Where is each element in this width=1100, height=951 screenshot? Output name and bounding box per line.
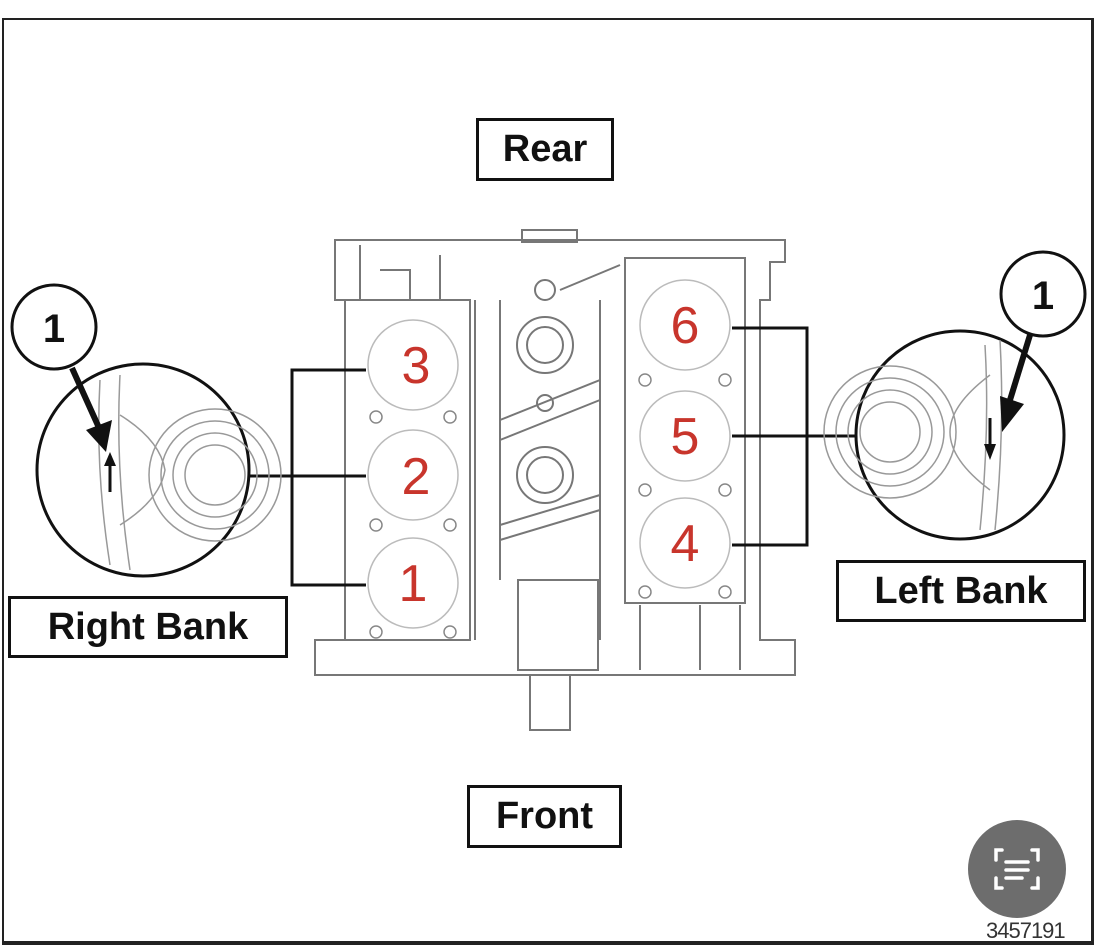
cylinder-4-label: 4	[671, 515, 700, 573]
rear-label: Rear	[476, 118, 614, 181]
right-bank-detail-view	[35, 362, 282, 578]
right-callout: 1	[10, 283, 98, 371]
right-callout-number: 1	[43, 307, 65, 351]
cylinder-1-label: 1	[399, 555, 428, 613]
cylinder-5-label: 5	[671, 408, 700, 466]
left-callout: 1	[999, 250, 1087, 338]
left-bank-bracket	[732, 326, 857, 547]
cylinder-bores	[367, 279, 731, 629]
left-bank-label: Left Bank	[836, 560, 1086, 622]
front-label: Front	[467, 785, 622, 848]
cylinder-2-label: 2	[402, 448, 431, 506]
right-bank-bracket	[248, 368, 366, 587]
block-ports	[369, 373, 732, 639]
engine-block	[314, 229, 796, 731]
text-scan-icon	[994, 848, 1040, 890]
left-bank-detail-view	[823, 329, 1066, 541]
right-bank-label: Right Bank	[8, 596, 288, 658]
left-callout-number: 1	[1032, 274, 1054, 318]
figure-id: 3457191	[986, 918, 1066, 943]
cylinder-6-label: 6	[671, 297, 700, 355]
cylinder-3-label: 3	[402, 337, 431, 395]
text-scan-button[interactable]	[968, 820, 1066, 918]
